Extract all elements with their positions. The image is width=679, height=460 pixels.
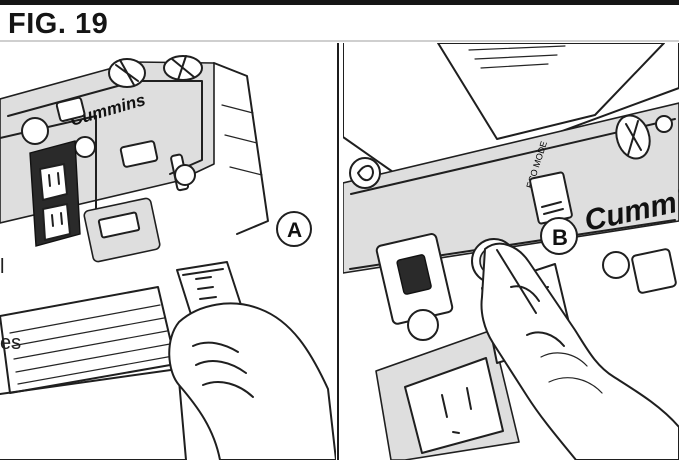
fuel-cap-icon: [357, 164, 374, 182]
large-outlet-face: [404, 357, 504, 454]
generator-side-edge: [213, 62, 269, 235]
left-callout-a: A: [276, 211, 312, 247]
remote-control-buttons: [182, 268, 224, 300]
fuel-cap-icon-circle: [349, 157, 381, 189]
remote-control-hand: [168, 261, 336, 460]
generator-remote-illustration: Cummins: [0, 43, 336, 460]
top-rule: [0, 0, 679, 5]
eco-mode-switch-marks: [541, 201, 564, 215]
lower-outlet-face: [42, 203, 71, 241]
right-illustration-panel: ECO MODE Cummins: [343, 43, 679, 460]
left-edge-text-bottom: es: [0, 332, 22, 354]
small-power-icon: [655, 115, 673, 133]
right-top-knob-group: [615, 114, 673, 160]
callout-circle-b: [540, 217, 578, 255]
callout-label-a: A: [287, 219, 302, 242]
ac-outlet-group: [29, 140, 161, 263]
generator-base-shadow: [0, 368, 187, 460]
top-control-knob-group: [108, 55, 203, 88]
reset-button: [174, 164, 196, 186]
side-vent-lines: [221, 104, 263, 176]
title-divider: [0, 40, 679, 42]
pressing-hand-creases: [496, 249, 565, 347]
fuel-valve-detail: [171, 55, 195, 81]
pressing-hand: [480, 242, 679, 460]
upper-outlet-face: [39, 163, 68, 201]
generator-eco-mode-illustration: ECO MODE Cummins: [343, 43, 679, 460]
hand-finger-creases: [192, 341, 254, 398]
right-callout-b: B: [540, 217, 578, 255]
round-indicator-left: [21, 117, 49, 145]
panel-divider: [337, 43, 339, 460]
right-knob-detail: [625, 120, 642, 156]
breaker-rocker: [396, 254, 432, 295]
right-front-panel: [343, 102, 679, 274]
choke-knob-detail: [115, 59, 139, 86]
outlet-prongs: [48, 172, 63, 227]
figure-title: FIG. 19: [8, 8, 109, 40]
front-panel-inner-edge: [7, 80, 203, 175]
right-indicator-knob: [602, 251, 630, 279]
round-indicator-middle: [74, 136, 96, 158]
large-outlet-prongs: [441, 387, 472, 434]
grille-slats: [9, 304, 174, 385]
reset-knob: [407, 309, 439, 341]
display-window: [97, 211, 141, 239]
callout-circle-a: [276, 211, 312, 247]
rocker-switch: [55, 96, 86, 122]
callout-label-b: B: [552, 225, 568, 250]
small-label-plate: [119, 140, 159, 168]
hand-pressing-button: [480, 242, 679, 460]
top-label-lines: [468, 45, 566, 69]
usb-port-panel: [631, 248, 677, 294]
left-edge-text-top: l: [0, 256, 5, 278]
switch-and-indicator-group: [21, 96, 196, 192]
left-illustration-panel: Cummins: [0, 43, 336, 460]
pressing-hand-shading: [540, 352, 603, 394]
